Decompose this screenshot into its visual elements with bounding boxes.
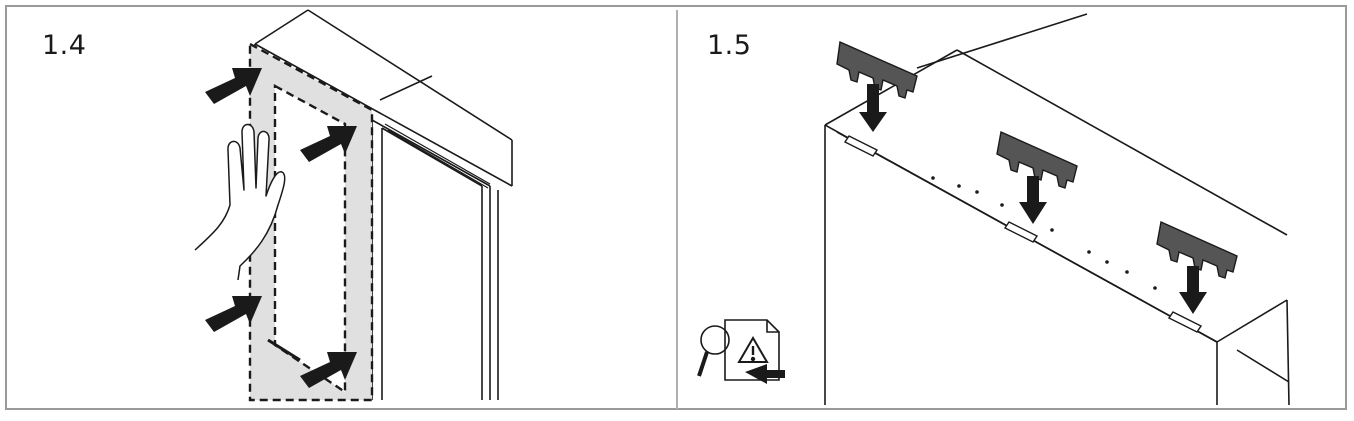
down-arrow-icon — [859, 84, 1207, 314]
bottom-strip — [267, 338, 301, 362]
inspect-warning-document-icon — [697, 319, 785, 384]
adhesive-seal-area — [250, 44, 372, 400]
push-arrow-icon — [205, 68, 357, 388]
step-panel-1-4: 1.4 — [42, 9, 513, 402]
adhesive-seal-outline — [248, 41, 374, 402]
step-1-5-illustration — [697, 13, 1290, 406]
clip-icon — [836, 40, 1238, 279]
hinge-strip — [384, 123, 491, 189]
step-1-4-illustration — [194, 9, 513, 402]
step-panel-1-5: 1.5 — [677, 0, 1354, 421]
edge-holes — [931, 176, 1157, 290]
step-label: 1.5 — [707, 30, 752, 61]
step-label: 1.4 — [42, 30, 87, 61]
mounting-slot — [843, 135, 1203, 333]
hand-icon — [194, 123, 286, 281]
